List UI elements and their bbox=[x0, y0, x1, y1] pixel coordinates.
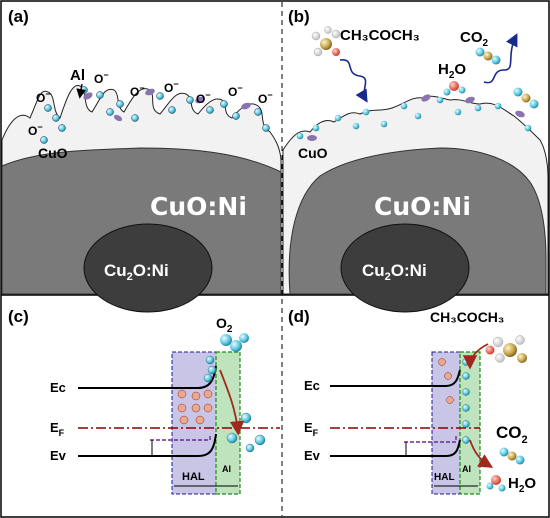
al-pointer-arrow bbox=[76, 83, 86, 99]
o-minus-label-8: O− bbox=[258, 90, 273, 106]
cuo-label-a: CuO bbox=[38, 145, 68, 161]
ev-bending-d bbox=[404, 436, 457, 443]
acetone-molecule-b bbox=[311, 26, 341, 57]
al-label-c: Al bbox=[222, 464, 231, 474]
co2-molecule-b bbox=[475, 47, 501, 65]
al-label-a: Al bbox=[70, 67, 85, 84]
cuo-label-b: CuO bbox=[298, 145, 328, 161]
o-minus-label-6: O− bbox=[196, 90, 211, 106]
o-minus-label-7: O− bbox=[228, 83, 243, 99]
o-minus-label-1: O− bbox=[36, 89, 51, 105]
panel-a-label: (a) bbox=[8, 7, 29, 26]
core-a bbox=[83, 223, 213, 313]
adsorbed-oxygen-b bbox=[296, 94, 532, 141]
o2-label-c: O2 bbox=[216, 315, 233, 335]
ev-bending-c bbox=[150, 434, 211, 441]
acetone-label-b: CH₃COCH₃ bbox=[340, 27, 420, 44]
electron-transfer-arrow-c bbox=[219, 369, 245, 436]
panel-b-label: (b) bbox=[288, 7, 310, 26]
ec-band-d bbox=[330, 369, 461, 387]
outflow-arrow-b bbox=[483, 33, 518, 84]
shell-a bbox=[1, 147, 282, 295]
h2o-label-d: H2O bbox=[508, 475, 536, 495]
panel-d: CH₃COCH₃ CO2 H2O Ec EF Ev HAL Al (d) bbox=[288, 307, 536, 495]
core-label-a: Cu2O:Ni bbox=[104, 261, 169, 283]
hal-label-d: HAL bbox=[434, 472, 455, 483]
al-label-d: Al bbox=[462, 464, 471, 474]
panel-c: O2 Ec EF Ev HAL Al (c) bbox=[8, 307, 280, 495]
panel-a: O− O− O− O− O− O− O− O− Al CuO CuO:Ni Cu… bbox=[1, 7, 282, 313]
panel-d-label: (d) bbox=[288, 307, 310, 326]
ev-band-c bbox=[78, 433, 217, 457]
ev-label-d: Ev bbox=[304, 448, 321, 463]
panel-c-label: (c) bbox=[8, 307, 29, 326]
o-minus-label-3: O− bbox=[28, 122, 43, 138]
hal-label-c: HAL bbox=[182, 471, 205, 483]
acetone-label-d: CH₃COCH₃ bbox=[430, 309, 504, 325]
acetone-molecule-d bbox=[485, 335, 527, 363]
reaction-arrow-d-1 bbox=[462, 343, 489, 370]
adsorbed-oxygen-a bbox=[40, 86, 270, 144]
h2o-molecule-d bbox=[486, 475, 506, 492]
o-minus-label-2: O− bbox=[94, 70, 109, 86]
inflow-arrow-b bbox=[339, 59, 368, 103]
ev-label-c: Ev bbox=[50, 448, 67, 463]
core-b bbox=[340, 223, 470, 313]
co2-label-b: CO2 bbox=[460, 29, 489, 49]
holes-d bbox=[438, 358, 454, 404]
h2o-molecule-b bbox=[443, 81, 466, 96]
o-minus-label-5: O− bbox=[164, 79, 179, 95]
o-minus-label-4: O− bbox=[130, 83, 145, 99]
ev-band-d bbox=[330, 439, 461, 457]
co2-molecule-d bbox=[499, 447, 525, 465]
ec-label-d: Ec bbox=[304, 378, 320, 393]
panel-b: CH₃COCH₃ CO2 H2O CuO CuO:Ni Cu2O:Ni (b) bbox=[282, 7, 549, 313]
shell-label-b: CuO:Ni bbox=[374, 192, 471, 221]
holes-c bbox=[177, 389, 213, 425]
reaction-arrow-d-2 bbox=[469, 439, 494, 468]
co2-molecule-b2 bbox=[513, 87, 539, 109]
ef-label-d: EF bbox=[304, 420, 319, 438]
co2-label-d: CO2 bbox=[496, 423, 528, 446]
o2-molecule-c bbox=[220, 333, 249, 352]
al-region-d bbox=[459, 351, 481, 495]
core-label-b: Cu2O:Ni bbox=[362, 261, 427, 283]
ef-label-c: EF bbox=[50, 420, 65, 438]
ec-label-c: Ec bbox=[50, 380, 66, 395]
h2o-label-b: H2O bbox=[438, 61, 466, 81]
electrons-d bbox=[462, 358, 470, 444]
shell-label-a: CuO:Ni bbox=[150, 192, 247, 221]
